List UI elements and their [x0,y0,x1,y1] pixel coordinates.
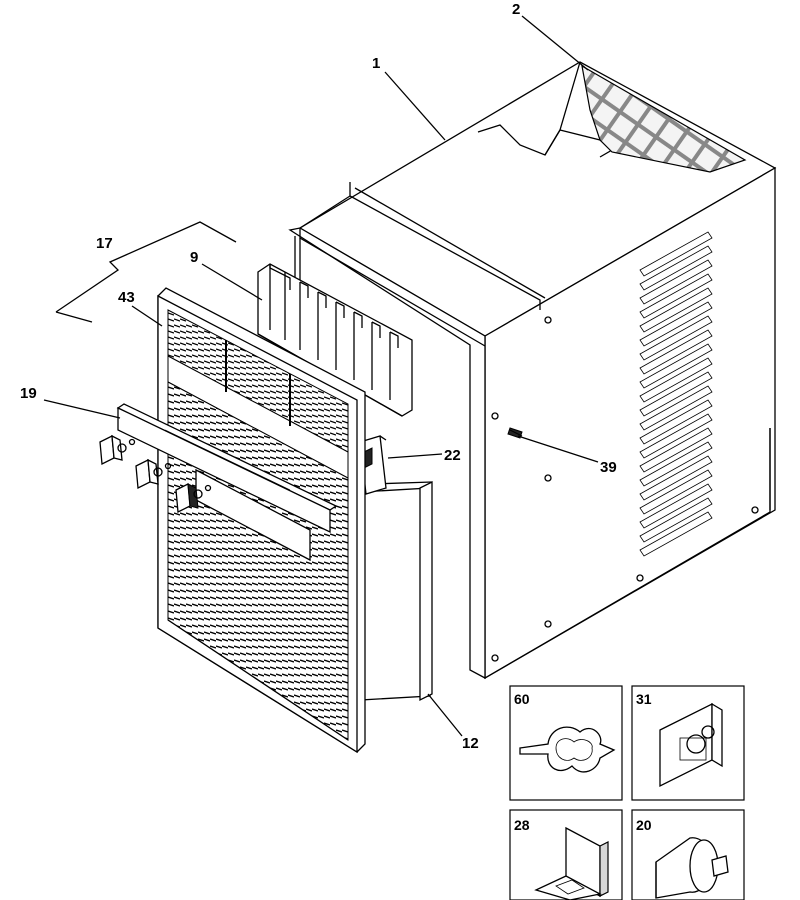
callout-12: 12 [462,735,479,752]
inset-label-20: 20 [636,817,652,833]
inset-label-28: 28 [514,817,530,833]
leader-lines [43,15,771,737]
bracket-part-22 [359,435,387,495]
callout-22: 22 [444,447,461,464]
callout-39: 39 [600,459,617,476]
callout-17: 17 [96,235,113,252]
inset-box-28: 28 [509,809,623,900]
mounting-holes [491,316,759,662]
filter-cartridge [359,480,433,702]
louver-assembly [257,263,413,417]
knob-1 [99,434,136,466]
inset-label-31: 31 [636,691,652,707]
callout-19: 19 [20,385,37,402]
air-filter-mesh [581,64,747,173]
callout-9: 9 [190,249,198,266]
inset-label-60: 60 [514,691,530,707]
side-louvers [639,231,713,557]
control-panel [116,403,338,534]
callout-43: 43 [118,289,135,306]
inset-box-20: 20 [631,809,745,900]
inset-box-31: 31 [631,685,745,801]
callout-labels: 1 2 9 17 43 19 22 39 12 [20,1,617,752]
knob-3 [175,482,212,514]
front-grille [157,287,366,754]
control-knobs [99,434,212,514]
callout-2: 2 [512,1,520,18]
knob-2 [135,458,172,490]
callout-1: 1 [372,55,380,72]
inset-box-60: 60 [509,685,623,801]
